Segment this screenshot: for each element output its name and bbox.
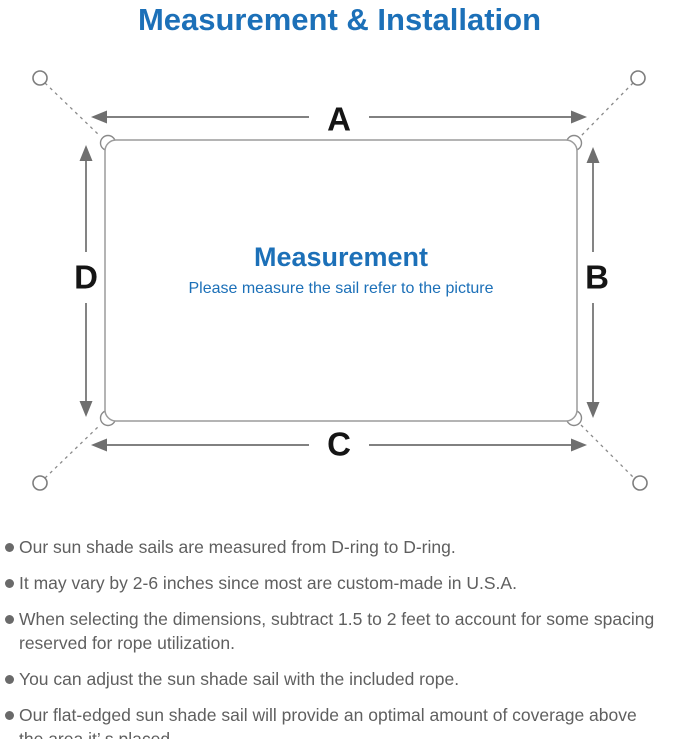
anchor-point-icon (32, 70, 48, 86)
note-item: When selecting the dimensions, subtract … (0, 607, 662, 655)
dimension-label-d: D (74, 258, 98, 296)
tether-line-bottom-right (580, 424, 635, 479)
tether-line-bottom-left (44, 424, 101, 479)
page-title: Measurement & Installation (137, 2, 542, 37)
arrow-right-icon (571, 438, 587, 452)
sail-measurement-diagram: A B C D Measurement Please measure the s… (32, 70, 648, 491)
dimension-label-c: C (327, 425, 351, 463)
arrow-left-icon (91, 438, 107, 452)
note-text: You can adjust the sun shade sail with t… (19, 669, 460, 689)
arrow-up-icon (586, 147, 600, 163)
arrow-down-icon (79, 401, 93, 417)
dimension-label-b: B (585, 258, 609, 296)
note-item: Our flat-edged sun shade sail will provi… (0, 703, 662, 739)
tether-line-top-right (580, 82, 634, 137)
note-item: It may vary by 2-6 inches since most are… (0, 571, 662, 595)
bullet-icon (5, 711, 14, 720)
arrow-up-icon (79, 145, 93, 161)
note-text: It may vary by 2-6 inches since most are… (19, 573, 517, 593)
bullet-icon (5, 543, 14, 552)
diagram-center-title: Measurement (253, 242, 429, 272)
diagram-center-subtitle: Please measure the sail refer to the pic… (188, 280, 494, 297)
notes-list: Our sun shade sails are measured from D-… (0, 535, 662, 739)
note-item: You can adjust the sun shade sail with t… (0, 667, 662, 691)
diagram-center-text: Measurement Please measure the sail refe… (105, 242, 577, 298)
bullet-icon (5, 675, 14, 684)
arrow-left-icon (91, 110, 107, 124)
dimension-label-a: A (327, 100, 351, 138)
note-text: Our sun shade sails are measured from D-… (19, 537, 456, 557)
sail-outline (104, 139, 578, 422)
anchor-point-icon (632, 475, 648, 491)
arrow-right-icon (571, 110, 587, 124)
anchor-point-icon (32, 475, 48, 491)
bullet-icon (5, 615, 14, 624)
note-text: When selecting the dimensions, subtract … (19, 609, 655, 653)
anchor-point-icon (630, 70, 646, 86)
sail-diagram-graphic (32, 70, 648, 491)
arrow-down-icon (586, 402, 600, 418)
bullet-icon (5, 579, 14, 588)
note-text: Our flat-edged sun shade sail will provi… (19, 705, 637, 739)
tether-line-top-left (44, 82, 101, 137)
note-item: Our sun shade sails are measured from D-… (0, 535, 662, 559)
